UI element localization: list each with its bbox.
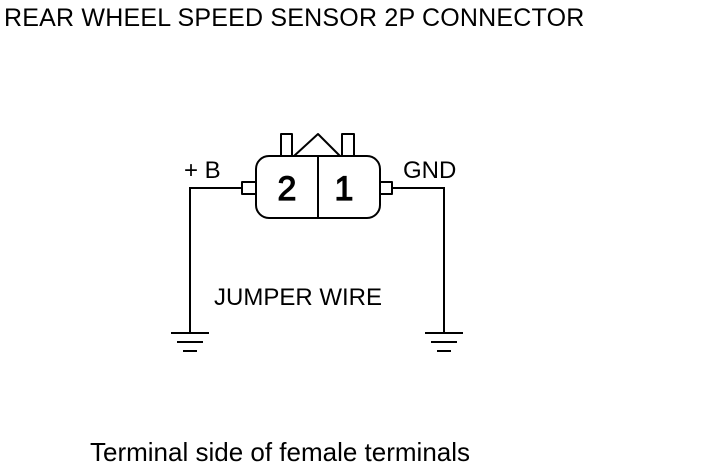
lock-ramp (293, 133, 341, 157)
connector-2p (241, 133, 393, 219)
jumper-wire-left (189, 187, 242, 333)
gnd-label: GND (403, 157, 456, 184)
lock-tab-left (280, 133, 293, 156)
side-lug-left (241, 181, 257, 195)
diagram-title: REAR WHEEL SPEED SENSOR 2P CONNECTOR (4, 4, 585, 32)
jumper-wire-right (392, 187, 445, 333)
terminal-2-label: 2 (278, 170, 297, 208)
ground-icon (425, 332, 463, 352)
plus-b-label: + B (184, 157, 221, 184)
jumper-wire-label: JUMPER WIRE (214, 284, 382, 311)
diagram-caption: Terminal side of female terminals (90, 437, 471, 467)
terminal-1-label: 1 (335, 170, 354, 208)
ground-icon (171, 332, 209, 352)
lock-tab-right (341, 133, 355, 156)
side-lug-right (379, 181, 393, 195)
